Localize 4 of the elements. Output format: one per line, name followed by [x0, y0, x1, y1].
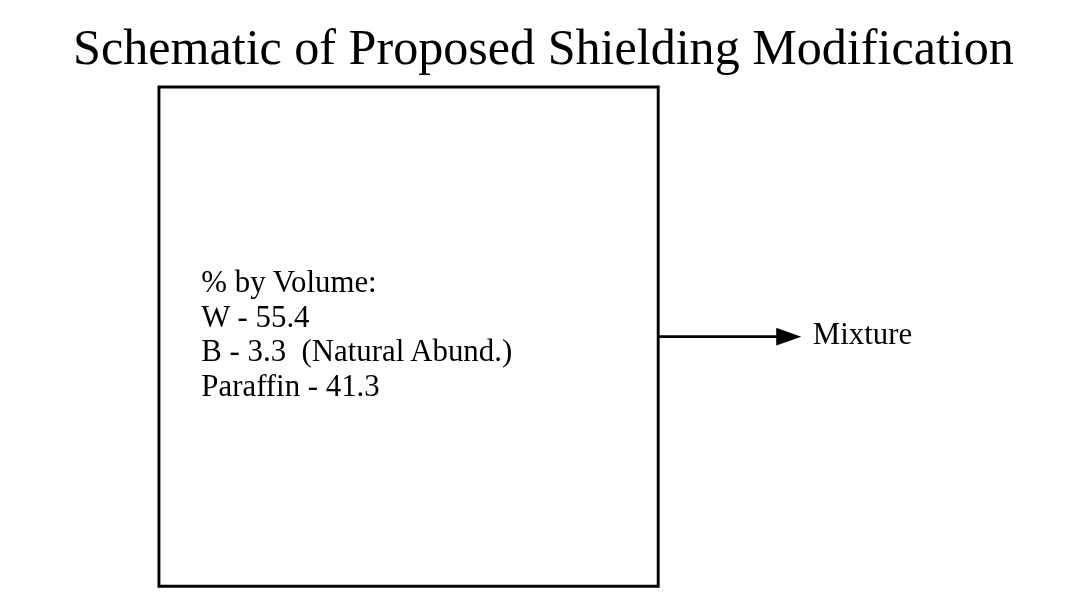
diagram-title: Schematic of Proposed Shielding Modification — [72, 18, 1014, 75]
node-text: Mixture — [812, 316, 912, 351]
node-box: % by Volume: W - 55.4 B - 3.3 (Natural Abund.) Paraffin - 41.3 — [157, 85, 660, 588]
arrow — [658, 327, 801, 346]
